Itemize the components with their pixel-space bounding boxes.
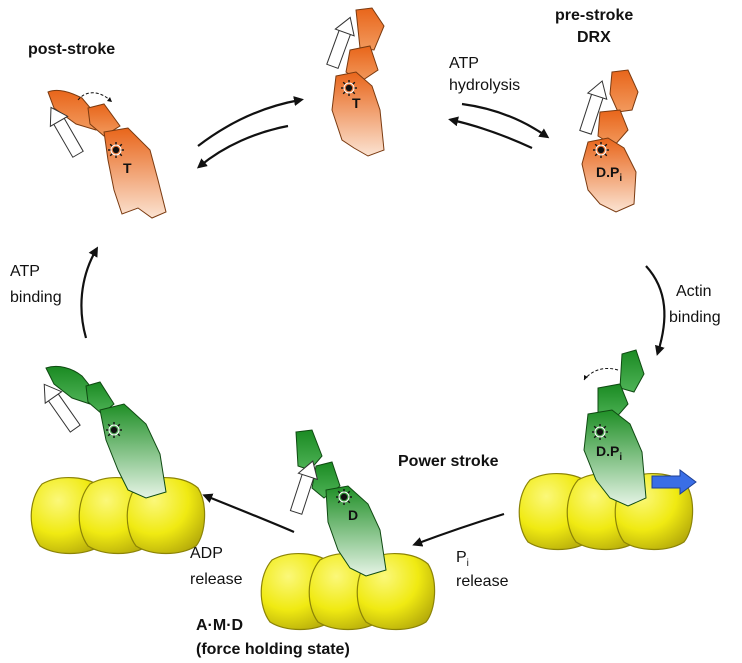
bound-left-state — [30, 365, 206, 555]
blue-arrow — [651, 469, 697, 495]
pre-stroke-nucleotide: D.Pi — [596, 164, 622, 184]
amd-state-label-line2: (force holding state) — [196, 641, 350, 658]
adp-release-label-line2: release — [190, 571, 243, 588]
post-stroke-nucleotide: T — [123, 160, 132, 176]
actin-binding-label-line1: Actin — [676, 283, 712, 300]
bound-right-nucleotide: D.Pi — [596, 443, 622, 463]
atp-binding-label-line2: binding — [10, 289, 62, 306]
pi-release-label-line2: release — [456, 573, 509, 590]
amd-state-label-line1: A·M·D — [196, 617, 243, 634]
bound-middle-nucleotide: D — [348, 507, 358, 523]
atp-binding-label-line1: ATP — [10, 263, 40, 280]
pre-stroke-myosin: D.Pi — [579, 69, 639, 213]
bound-middle-state: D — [260, 429, 436, 631]
top-myosin: T — [326, 7, 385, 157]
pre-stroke-title-line1: pre-stroke — [555, 7, 633, 24]
atp-hydrolysis-label-line1: ATP — [449, 55, 479, 72]
top-nucleotide: T — [352, 95, 361, 111]
post-stroke-title: post-stroke — [28, 41, 115, 58]
atp-hydrolysis-label-line2: hydrolysis — [449, 77, 520, 94]
adp-release-label-line1: ADP — [190, 545, 223, 562]
power-stroke-label: Power stroke — [398, 453, 499, 470]
pi-release-label-line1: Pi — [456, 549, 469, 569]
bound-left-actin — [30, 476, 206, 555]
post-stroke-myosin: T — [47, 89, 167, 219]
actin-binding-label-line2: binding — [669, 309, 721, 326]
bound-right-state: D.Pi — [518, 349, 697, 551]
pre-stroke-title-line2: DRX — [577, 29, 611, 46]
cycle-arrows — [80, 96, 666, 547]
